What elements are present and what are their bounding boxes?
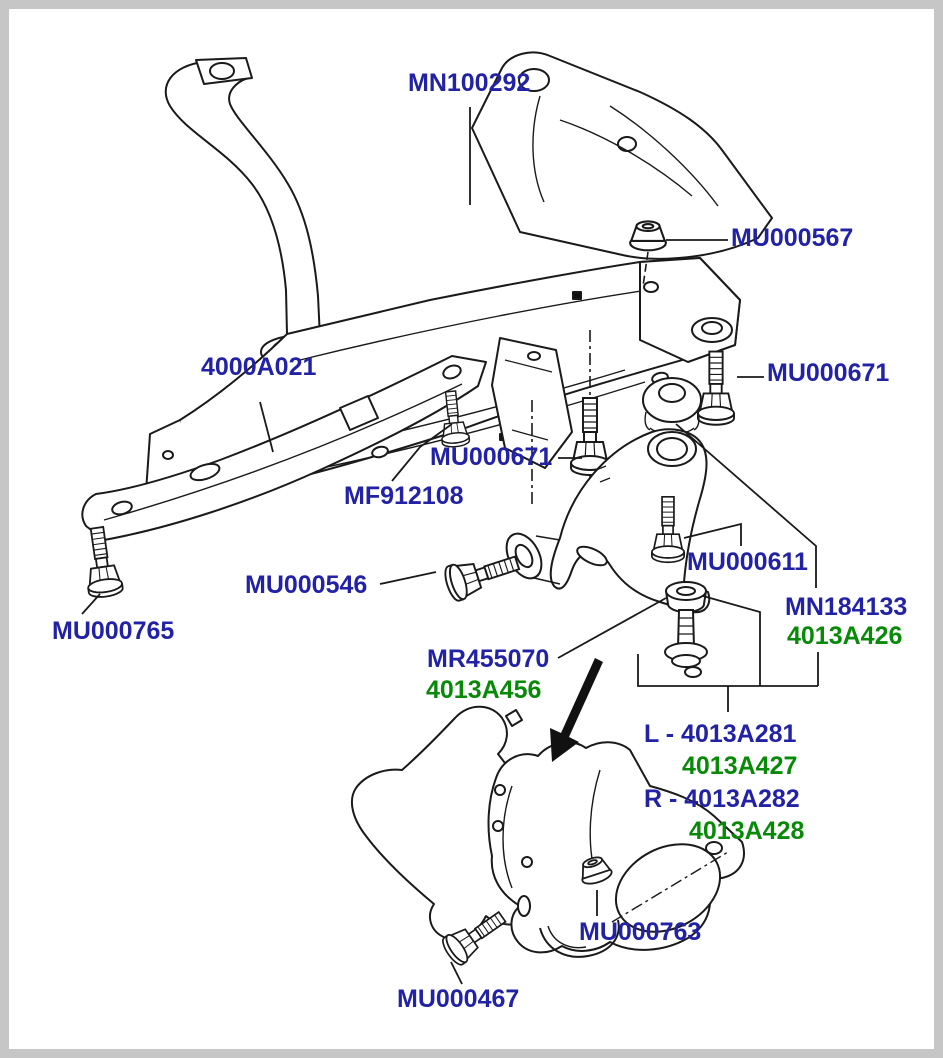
part-label-l-4013a281[interactable]: L - 4013A281	[644, 720, 797, 748]
lower-control-arm	[505, 428, 711, 614]
part-label-mu000763[interactable]: MU000763	[579, 918, 702, 946]
part-label-mr455070[interactable]: MR455070	[427, 645, 550, 673]
nut-centerline	[642, 251, 649, 287]
part-label-4013a426[interactable]: 4013A426	[787, 622, 903, 650]
part-label-4000a021[interactable]: 4000A021	[201, 353, 317, 381]
bolt-mu000671-right-icon	[697, 350, 735, 426]
part-label-mu000567[interactable]: MU000567	[731, 224, 854, 252]
part-label-mn184133[interactable]: MN184133	[785, 593, 908, 621]
part-label-mu000467[interactable]: MU000467	[397, 985, 520, 1013]
crossmember-stay-bar	[81, 355, 487, 541]
part-label-mu000546[interactable]: MU000546	[245, 571, 368, 599]
leader-lines	[81, 107, 819, 985]
part-label-4013a456[interactable]: 4013A456	[426, 676, 542, 704]
nut-mu000567-icon	[629, 220, 667, 252]
part-label-mu000671-center[interactable]: MU000671	[430, 443, 553, 471]
mount-bushing	[642, 377, 702, 435]
assembly-direction-arrow	[550, 658, 603, 762]
ball-joint-stack	[664, 581, 708, 678]
part-label-mn100292[interactable]: MN100292	[408, 69, 531, 97]
steering-knuckle	[350, 705, 745, 958]
part-label-mu000611[interactable]: MU000611	[687, 548, 808, 576]
part-label-mf912108[interactable]: MF912108	[344, 482, 464, 510]
part-label-mu000765[interactable]: MU000765	[52, 617, 175, 645]
part-label-r-4013a282[interactable]: R - 4013A282	[644, 785, 800, 813]
part-label-4013a428[interactable]: 4013A428	[689, 817, 805, 845]
part-label-mu000671-right[interactable]: MU000671	[767, 359, 890, 387]
part-label-4013a427[interactable]: 4013A427	[682, 752, 798, 780]
